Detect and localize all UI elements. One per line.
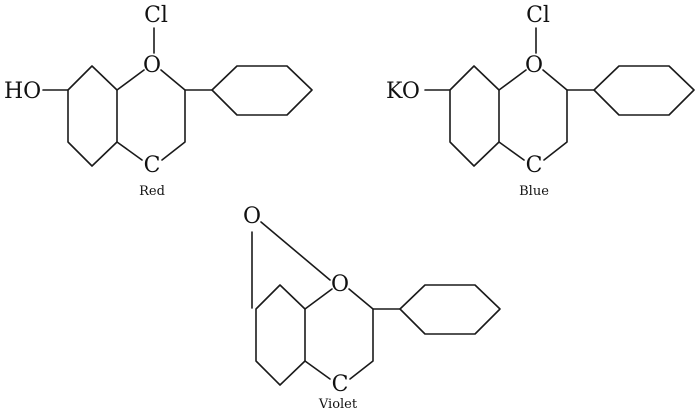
bond-c4-c4a <box>116 141 143 161</box>
chloride-label: Cl <box>144 3 168 28</box>
caption-red: Red <box>139 184 165 199</box>
benzene-ring-bonds <box>449 65 500 167</box>
bond-c8a-o <box>498 69 527 91</box>
hydroxy-label: HO <box>4 79 41 104</box>
phenyl-ring-bonds <box>399 284 501 335</box>
chloride-label: Cl <box>526 3 550 28</box>
phenyl-ring-bonds <box>211 65 313 116</box>
ring-carbon-label: C <box>526 153 543 178</box>
ring-oxygen-label: O <box>143 53 161 78</box>
ring-oxygen-label: O <box>525 53 543 78</box>
benzene-ring-bonds <box>67 65 118 167</box>
ring-carbon-label: C <box>332 372 349 397</box>
ring-carbon-label: C <box>144 153 161 178</box>
bond-bridge-diagonal <box>260 221 331 281</box>
bond-c4-c4a <box>498 141 525 161</box>
caption-violet: Violet <box>318 397 358 412</box>
caption-blue: Blue <box>519 184 549 199</box>
bond-o-c2-c3 <box>160 69 186 161</box>
ring-oxygen-label: O <box>331 272 349 297</box>
potassium-oxide-label: KO <box>386 79 420 104</box>
bond-c8a-o <box>304 288 333 310</box>
bond-c8a-o <box>116 69 145 91</box>
bond-c4-c4a <box>304 360 331 380</box>
phenyl-ring-bonds <box>593 65 695 116</box>
bond-o-c2-c3 <box>542 69 568 161</box>
bridge-oxygen-label: O <box>243 204 261 229</box>
bond-o-c2-c3 <box>348 288 374 380</box>
benzene-ring-bonds <box>255 284 306 386</box>
